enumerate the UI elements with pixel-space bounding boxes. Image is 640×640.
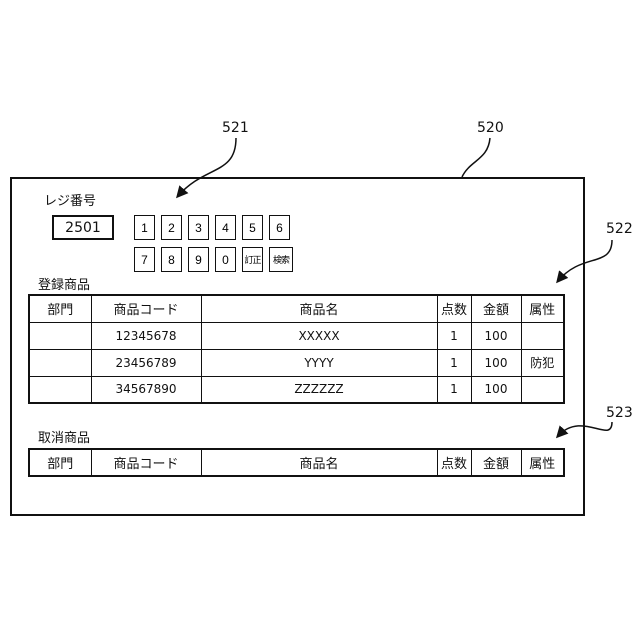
key-3[interactable]: 3 xyxy=(188,215,209,240)
cell-amount: 100 xyxy=(471,322,521,349)
register-number-label: レジ番号 xyxy=(44,190,96,209)
registered-items-title: 登録商品 xyxy=(38,274,90,293)
key-8[interactable]: 8 xyxy=(161,247,182,272)
cell-product-name: ZZZZZZ xyxy=(201,376,437,403)
cell-product-code: 34567890 xyxy=(91,376,201,403)
table-row[interactable]: 12345678 XXXXX 1 100 xyxy=(29,322,564,349)
leader-520 xyxy=(462,138,490,177)
key-6[interactable]: 6 xyxy=(269,215,290,240)
table-row[interactable]: 34567890 ZZZZZZ 1 100 xyxy=(29,376,564,403)
cell-product-name: XXXXX xyxy=(201,322,437,349)
cell-product-code: 12345678 xyxy=(91,322,201,349)
header-product-code: 商品コード xyxy=(91,449,201,476)
cell-department xyxy=(29,349,91,376)
cell-amount: 100 xyxy=(471,349,521,376)
table-row[interactable]: 23456789 YYYY 1 100 防犯 xyxy=(29,349,564,376)
correction-button[interactable]: 訂正 xyxy=(242,247,263,272)
cell-attribute: 防犯 xyxy=(521,349,564,376)
table-header-row: 部門 商品コード 商品名 点数 金額 属性 xyxy=(29,449,564,476)
header-department: 部門 xyxy=(29,295,91,322)
table-header-row: 部門 商品コード 商品名 点数 金額 属性 xyxy=(29,295,564,322)
header-amount: 金額 xyxy=(471,295,521,322)
cell-quantity: 1 xyxy=(437,349,471,376)
key-0[interactable]: 0 xyxy=(215,247,236,272)
header-attribute: 属性 xyxy=(521,295,564,322)
cancelled-items-title: 取消商品 xyxy=(38,427,90,446)
register-number-field[interactable]: 2501 xyxy=(52,215,114,240)
key-7[interactable]: 7 xyxy=(134,247,155,272)
header-quantity: 点数 xyxy=(437,449,471,476)
cell-attribute xyxy=(521,322,564,349)
header-amount: 金額 xyxy=(471,449,521,476)
key-2[interactable]: 2 xyxy=(161,215,182,240)
cell-product-code: 23456789 xyxy=(91,349,201,376)
header-attribute: 属性 xyxy=(521,449,564,476)
key-4[interactable]: 4 xyxy=(215,215,236,240)
cell-department xyxy=(29,376,91,403)
key-1[interactable]: 1 xyxy=(134,215,155,240)
cancelled-items-table: 部門 商品コード 商品名 点数 金額 属性 xyxy=(28,448,565,477)
cell-amount: 100 xyxy=(471,376,521,403)
header-quantity: 点数 xyxy=(437,295,471,322)
cell-product-name: YYYY xyxy=(201,349,437,376)
header-product-code: 商品コード xyxy=(91,295,201,322)
cell-attribute xyxy=(521,376,564,403)
key-5[interactable]: 5 xyxy=(242,215,263,240)
cell-quantity: 1 xyxy=(437,376,471,403)
header-department: 部門 xyxy=(29,449,91,476)
cell-department xyxy=(29,322,91,349)
registered-items-table: 部門 商品コード 商品名 点数 金額 属性 12345678 XXXXX 1 1… xyxy=(28,294,565,404)
key-9[interactable]: 9 xyxy=(188,247,209,272)
cell-quantity: 1 xyxy=(437,322,471,349)
header-product-name: 商品名 xyxy=(201,295,437,322)
search-button[interactable]: 検索 xyxy=(269,247,293,272)
header-product-name: 商品名 xyxy=(201,449,437,476)
